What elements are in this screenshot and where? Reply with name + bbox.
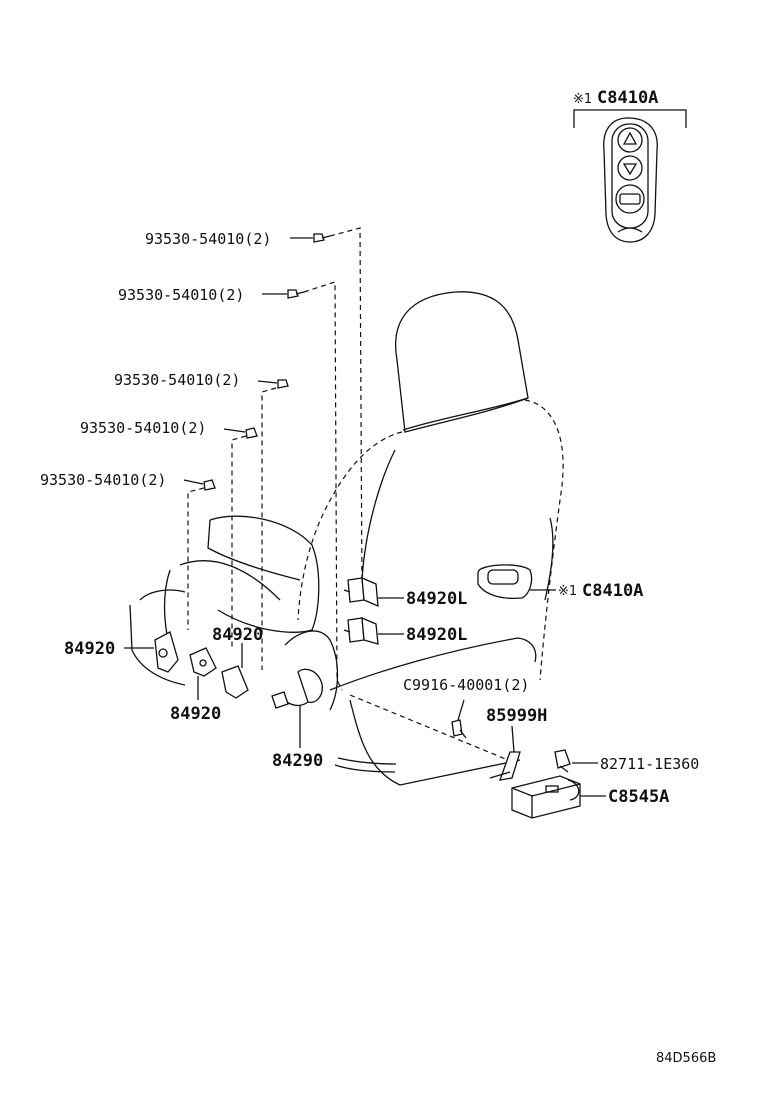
callout-bracket: 85999H bbox=[486, 706, 547, 726]
module-c8545a bbox=[511, 775, 581, 819]
clip-82711 bbox=[554, 749, 571, 773]
callout-switch-l-lower: 84920L bbox=[406, 625, 467, 645]
switch-84920l-lower bbox=[343, 616, 379, 645]
bolt-3 bbox=[277, 379, 289, 389]
callout-module: C8545A bbox=[608, 787, 669, 807]
remote-mark: ※1 bbox=[573, 92, 592, 107]
lock-button-icon bbox=[617, 127, 643, 153]
harness-84290 bbox=[271, 668, 323, 709]
headrest bbox=[395, 291, 529, 433]
unlock-button-icon bbox=[617, 155, 643, 181]
remote-fob-inset: ※1 C8410A bbox=[573, 88, 687, 243]
seat-control-switch bbox=[477, 564, 533, 600]
switch-84920-mid bbox=[189, 647, 217, 677]
callout-control-mark: ※1 bbox=[558, 584, 577, 599]
figure-code: 84D566B bbox=[656, 1051, 716, 1066]
screw-c9916 bbox=[451, 719, 467, 739]
switch-84920-left bbox=[154, 631, 179, 673]
callout-bolt-5: 93530-54010(2) bbox=[40, 471, 166, 489]
callout-bolt-2: 93530-54010(2) bbox=[118, 286, 244, 304]
callout-switch-mid-upper: 84920 bbox=[212, 625, 263, 645]
switch-84920-right bbox=[221, 665, 249, 699]
bolt-1 bbox=[313, 233, 331, 243]
callout-harness: 84290 bbox=[272, 751, 323, 771]
callout-switch-l-upper: 84920L bbox=[406, 589, 467, 609]
seat-outline bbox=[129, 291, 564, 786]
callout-bolt-4: 93530-54010(2) bbox=[80, 419, 206, 437]
callout-bolt-3: 93530-54010(2) bbox=[114, 371, 240, 389]
panic-button-icon bbox=[615, 184, 645, 214]
bolt-5 bbox=[203, 479, 216, 491]
bolt-4 bbox=[245, 427, 258, 439]
remote-code-label: C8410A bbox=[597, 88, 658, 108]
callout-switch-left: 84920 bbox=[64, 639, 115, 659]
switch-84920l-upper bbox=[343, 576, 379, 608]
callout-screw: C9916-40001(2) bbox=[403, 676, 529, 694]
callout-bolt-1: 93530-54010(2) bbox=[145, 230, 271, 248]
callout-control-code: C8410A bbox=[582, 581, 643, 601]
callout-clip: 82711-1E360 bbox=[600, 755, 699, 773]
side-bolster bbox=[209, 515, 320, 633]
bracket-85999h bbox=[489, 751, 521, 781]
bolt-2 bbox=[287, 289, 305, 299]
callout-switch-mid-lower: 84920 bbox=[170, 704, 221, 724]
